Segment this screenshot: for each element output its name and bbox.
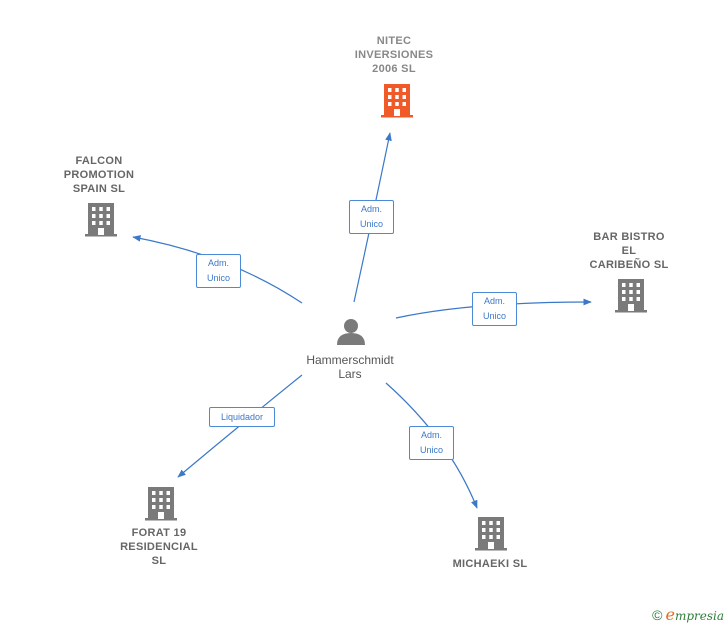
brand-logo-text: mpresia (674, 609, 724, 623)
company-label-michaeki[interactable]: MICHAEKI SL (452, 558, 528, 570)
edge-label-michaeki: Adm. Unico (409, 426, 454, 460)
company-label-forat[interactable]: FORAT 19 RESIDENCIAL SL (120, 527, 198, 567)
building-icon[interactable] (475, 517, 507, 551)
copyright-symbol: © (652, 607, 663, 623)
company-label-falcon[interactable]: FALCON PROMOTION SPAIN SL (63, 155, 135, 195)
company-label-nitec[interactable]: NITEC INVERSIONES 2006 SL (354, 35, 434, 75)
building-icon[interactable] (381, 84, 413, 118)
edge-label-forat: Liquidador (209, 407, 275, 427)
person-icon[interactable] (337, 319, 365, 345)
edge-label-bar-bistro: Adm. Unico (472, 292, 517, 326)
building-icon[interactable] (145, 487, 177, 521)
edge-label-falcon: Adm. Unico (196, 254, 241, 288)
copyright-brand: ©empresia (652, 605, 724, 624)
building-icon[interactable] (615, 279, 647, 313)
brand-logo-initial: e (665, 605, 675, 624)
building-icon[interactable] (85, 203, 117, 237)
company-label-bar-bistro[interactable]: BAR BISTRO EL CARIBEÑO SL (589, 231, 669, 271)
edge-label-nitec: Adm. Unico (349, 200, 394, 234)
person-label[interactable]: Hammerschmidt Lars (306, 353, 394, 381)
